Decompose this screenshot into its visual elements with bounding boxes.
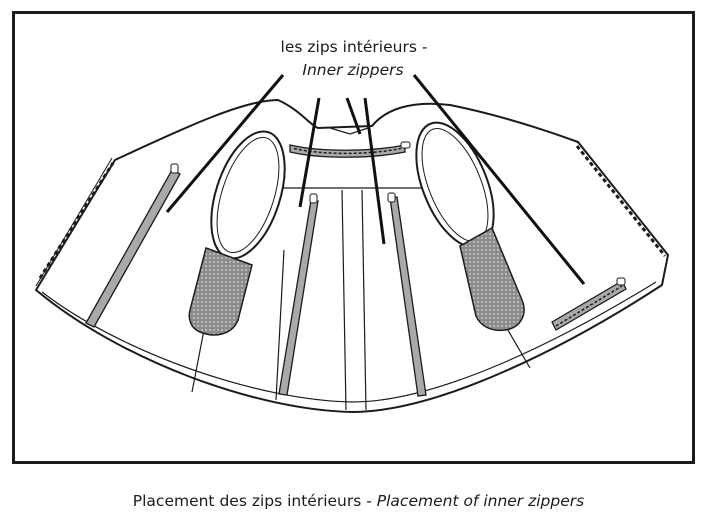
inner-zipper-right (551, 277, 627, 331)
armhole-left-inner (216, 136, 280, 254)
leader-line-4 (363, 97, 386, 245)
leader-line-1 (165, 74, 285, 213)
leader-line-2 (298, 97, 321, 208)
side-zipper-right (575, 145, 667, 257)
inner-zipper-left (85, 163, 181, 328)
callout-label-french: les zips intérieurs - (281, 38, 428, 56)
caption-french: Placement des zips intérieurs - (132, 492, 377, 510)
inner-zipper-center-right (387, 192, 427, 397)
callout-label-english: Inner zippers (302, 61, 403, 79)
center-seam-2 (361, 189, 367, 411)
mesh-pocket-left (188, 247, 253, 336)
center-seam-1 (341, 189, 347, 411)
hem-seam (41, 281, 657, 403)
side-zipper-left-edge (35, 157, 113, 287)
figure-caption: Placement des zips intérieurs - Placemen… (0, 492, 717, 510)
panel-seam-right (504, 324, 531, 369)
inner-zipper-top (289, 127, 411, 158)
inner-zipper-center-left (278, 193, 319, 396)
leader-line-5 (412, 74, 586, 285)
panel-seam-left (191, 329, 205, 393)
mesh-pocket-right (459, 226, 525, 332)
panel-seam-left-2 (275, 249, 285, 401)
caption-english: Placement of inner zippers (376, 492, 585, 510)
leader-line-3 (345, 97, 362, 135)
